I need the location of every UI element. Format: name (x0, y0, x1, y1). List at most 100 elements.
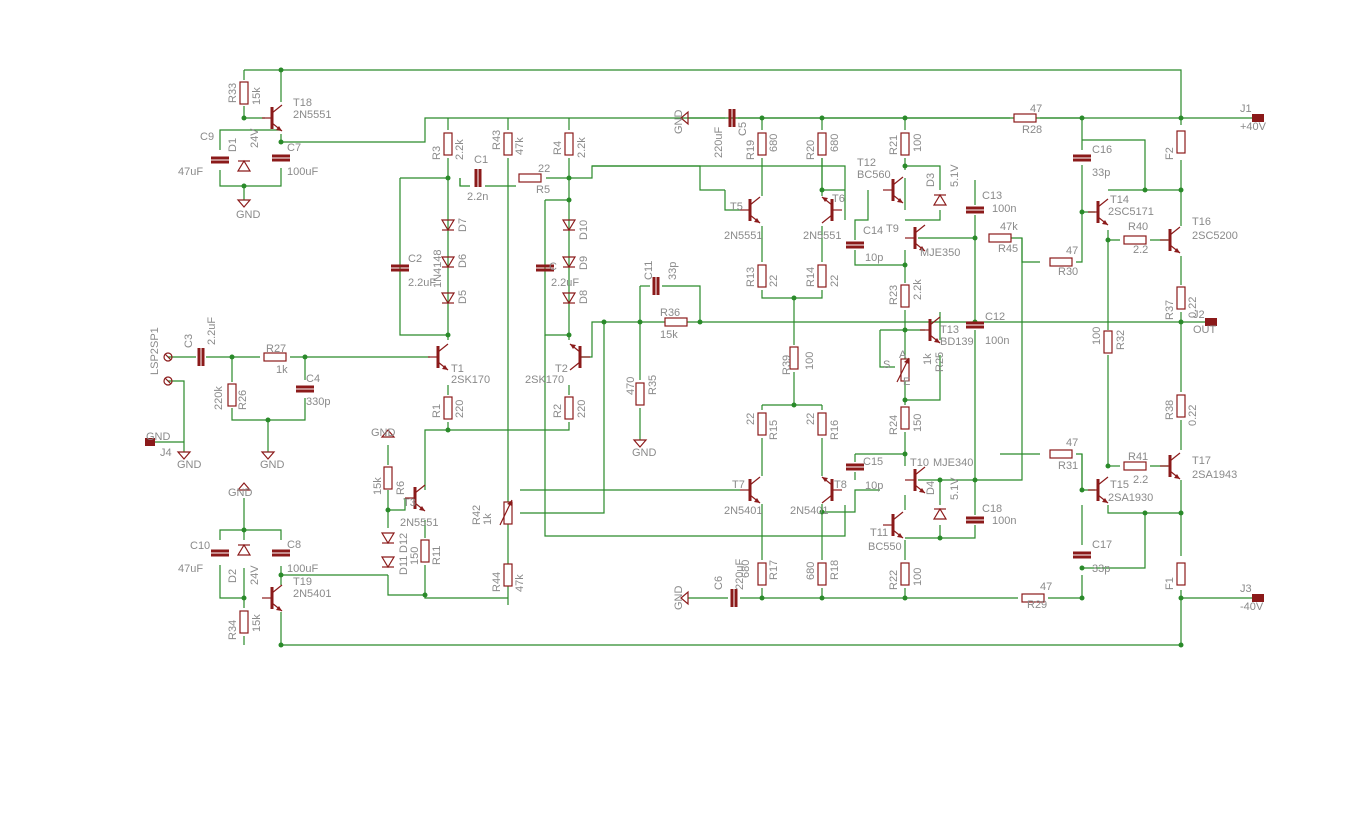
component-label: T10 (910, 457, 929, 469)
component-label: T2 (555, 363, 568, 375)
connectors (145, 114, 1264, 602)
component-label: GND (228, 487, 253, 499)
component-label: R21 (888, 135, 900, 155)
component-label: R36 (660, 307, 680, 319)
component-label: 33p (1092, 563, 1110, 575)
component-label: 100n (985, 335, 1009, 347)
component-label: R11 (431, 546, 443, 565)
component-label: 0.22 (1187, 297, 1199, 318)
component-label: 47k (1000, 221, 1018, 233)
component-label: 2N5401 (293, 588, 332, 600)
component-label: 47 (1066, 245, 1078, 257)
component-label: R3 (431, 146, 443, 160)
component-label: C3 (183, 334, 195, 348)
component-label: R4 (552, 141, 564, 155)
component-label: 100 (1091, 327, 1103, 345)
component-label: R19 (745, 140, 757, 160)
component-label: 150 (912, 414, 924, 432)
junctions (229, 67, 1184, 648)
component-label: BD139 (940, 336, 974, 348)
component-label: T19 (293, 576, 312, 588)
component-label: 2SC5171 (1108, 206, 1154, 218)
component-label: 10p (865, 480, 883, 492)
component-label: GND (236, 209, 261, 221)
component-label: C8 (287, 539, 301, 551)
component-label: R24 (888, 415, 900, 435)
component-label: R26 (237, 390, 249, 410)
component-label: R33 (227, 83, 239, 103)
component-label: 15k (251, 614, 263, 632)
component-label: R37 (1164, 300, 1176, 320)
component-label: C12 (985, 311, 1005, 323)
component-label: OUT (1193, 324, 1217, 336)
component-label: C9 (200, 131, 214, 143)
component-label: 22 (538, 163, 550, 175)
component-label: R18 (829, 560, 841, 580)
component-label: 100 (804, 352, 816, 370)
component-label: 22 (768, 275, 780, 287)
component-label: C4 (306, 373, 320, 385)
component-label: A (899, 349, 907, 361)
component-label: R32 (1115, 330, 1127, 350)
component-label: R20 (805, 140, 817, 160)
component-label: GND (632, 447, 657, 459)
component-label: 220 (576, 400, 588, 418)
component-label: T12 (857, 157, 876, 169)
component-label: 5.1V (949, 477, 961, 500)
component-label: 47k (514, 574, 526, 592)
component-label: J4 (160, 447, 172, 459)
component-label: 1k (276, 364, 288, 376)
component-label: MJE350 (920, 247, 960, 259)
component-label: R39 (781, 355, 793, 375)
component-label: 2N5551 (400, 517, 439, 529)
component-label: D9 (578, 256, 590, 270)
component-label: 15k (660, 329, 678, 341)
component-label: C18 (982, 503, 1002, 515)
component-label: 47 (1040, 581, 1052, 593)
component-label: F1 (1164, 577, 1176, 590)
component-label: 100 (912, 568, 924, 586)
component-label: F2 (1164, 147, 1176, 160)
component-label: R2 (552, 404, 564, 418)
component-label: R29 (1027, 599, 1047, 611)
component-label: 47uF (178, 166, 203, 178)
component-label: J3 (1240, 583, 1252, 595)
component-label: R41 (1128, 451, 1148, 463)
component-label: R42 (471, 505, 483, 525)
component-label: R30 (1058, 266, 1078, 278)
component-label: T14 (1110, 194, 1129, 206)
component-label: R31 (1058, 460, 1078, 472)
component-label: -40V (1240, 601, 1264, 613)
component-label: C (549, 261, 557, 273)
component-label: 2SK170 (451, 374, 490, 386)
component-label: R15 (768, 420, 780, 440)
component-label: 150 (409, 547, 421, 565)
component-label: 2.2uF (206, 317, 218, 345)
component-label: 2.2uF (551, 277, 579, 289)
component-label: 2.2k (912, 279, 924, 300)
component-label: T7 (732, 479, 745, 491)
component-label: R13 (745, 267, 757, 287)
component-label: GND (146, 431, 171, 443)
component-label: 33p (1092, 167, 1110, 179)
component-label: J1 (1240, 103, 1252, 115)
component-label: 15k (251, 87, 263, 105)
component-label: 220uF (713, 127, 725, 158)
component-label: 2N5551 (724, 230, 763, 242)
component-label: 47 (1030, 103, 1042, 115)
component-label: R43 (491, 130, 503, 150)
component-label: 47k (514, 137, 526, 155)
component-label: 470 (625, 377, 637, 395)
component-label: 220k (213, 386, 225, 410)
component-label: 100uF (287, 166, 318, 178)
component-label: 100n (992, 515, 1016, 527)
component-label: R25 (934, 352, 946, 372)
component-label: T18 (293, 97, 312, 109)
component-label: 2N5401 (790, 505, 829, 517)
component-label: T5 (730, 201, 743, 213)
component-label: C11 (643, 261, 655, 280)
component-label: 2.2n (467, 191, 488, 203)
component-label: GND (673, 586, 685, 611)
component-label: 5.1V (949, 164, 961, 187)
component-label: S (883, 359, 890, 371)
